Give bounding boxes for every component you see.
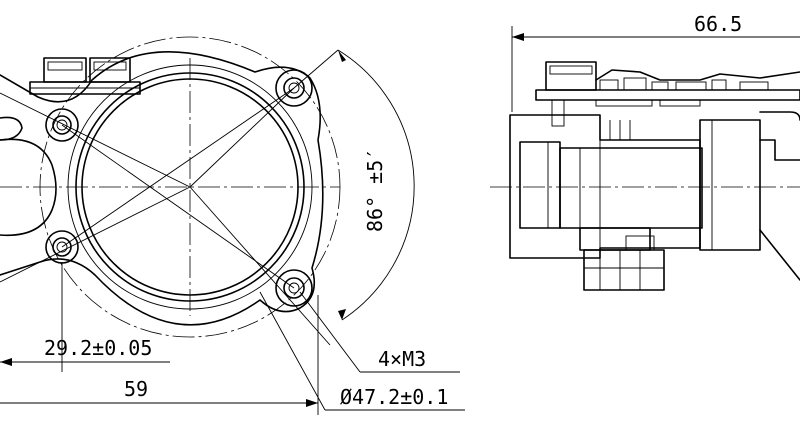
width-front-label: 59 [124,377,148,401]
mounting-hole [275,269,313,307]
thread-label: 4×M3 [378,347,426,371]
pcb-board [535,61,800,127]
width-overall-label: 66.5 [694,12,742,36]
connector-block [29,57,141,95]
bolt-circle-label: Ø47.2±0.1 [340,385,448,409]
lens-housing [509,111,800,291]
angle-arc [337,49,415,321]
angle-label: 86° ±5′ [363,148,387,232]
front-view: 29.2±0.05 59 4×M3 Ø47.2±0.1 86° ±5′ [0,36,465,415]
mounting-hole [275,69,313,107]
mounting-hole [45,108,79,142]
hole-spacing-label: 29.2±0.05 [44,336,152,360]
left-barrel [0,138,57,237]
side-view: 66.5 [490,12,800,291]
flange-outline [0,51,324,326]
